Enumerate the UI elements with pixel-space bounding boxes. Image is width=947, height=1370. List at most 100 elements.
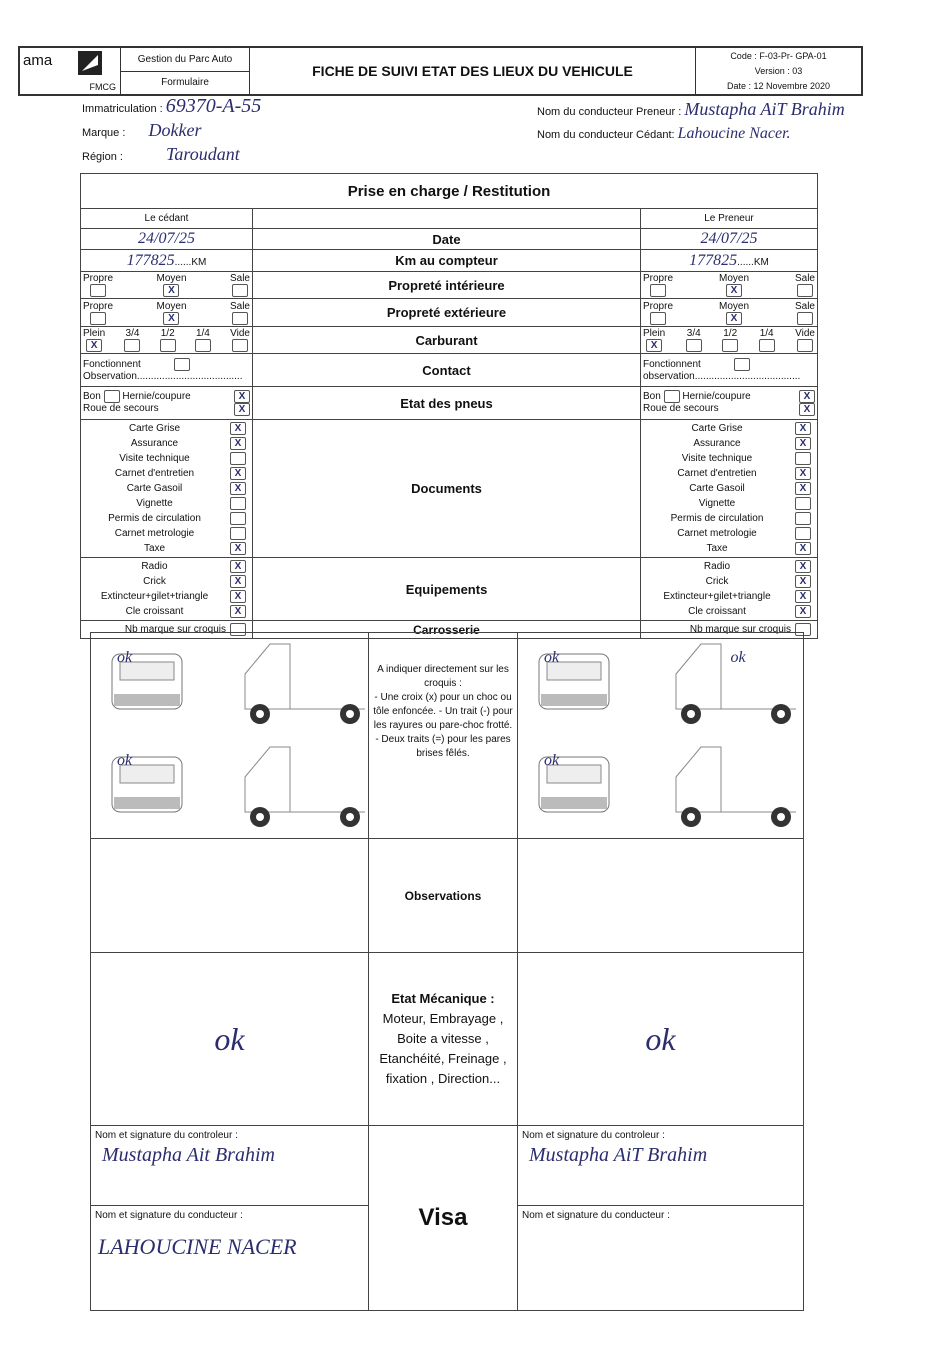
check-mark: X	[234, 561, 242, 572]
car-side-left-sketch[interactable]	[230, 737, 368, 840]
clean-checkbox[interactable]	[90, 284, 106, 297]
clean-checkbox[interactable]	[231, 311, 248, 325]
equip-checkbox[interactable]: X	[229, 560, 246, 573]
car-side-left-sketch[interactable]	[661, 737, 803, 840]
docs-checkbox[interactable]	[794, 527, 811, 540]
fuel-checkbox[interactable]	[124, 339, 141, 352]
left-controleur-signature[interactable]: Mustapha Ait Brahim	[102, 1144, 275, 1166]
dept-label: Gestion du Parc Auto	[121, 48, 249, 72]
left-conducteur-signature[interactable]: LAHOUCINE NACER	[98, 1234, 297, 1259]
check-mark: X	[799, 561, 807, 572]
docs-checkbox[interactable]: X	[229, 482, 246, 495]
croquis-instruction: - Une croix (x) pour un choc ou tôle enf…	[373, 692, 513, 731]
check-mark: X	[90, 340, 98, 351]
docs-checkbox[interactable]	[229, 497, 246, 510]
check-mark: X	[730, 312, 738, 324]
clean-checkbox[interactable]	[796, 284, 813, 297]
fuel-checkbox[interactable]: X	[646, 339, 663, 352]
preneur-value[interactable]: Mustapha AiT Brahim	[684, 99, 845, 119]
equip-checkbox[interactable]: X	[230, 575, 246, 588]
observations-label: Observations	[368, 838, 518, 953]
fuel-checkbox[interactable]: X	[86, 339, 103, 352]
docs-checkbox[interactable]: X	[795, 437, 811, 450]
left-meca-ok[interactable]: ok	[214, 1020, 245, 1057]
equip-item: Radio	[141, 561, 168, 572]
docs-checkbox[interactable]: X	[795, 422, 811, 435]
fuel-checkbox[interactable]	[797, 339, 814, 352]
car-side-right-sketch[interactable]	[230, 634, 368, 737]
docs-checkbox[interactable]	[230, 512, 246, 525]
tyre-hernie-checkbox[interactable]: X	[799, 390, 815, 403]
docs-checkbox[interactable]: X	[230, 437, 246, 450]
car-rear-sketch[interactable]: ok	[519, 737, 661, 840]
clean-checkbox[interactable]	[650, 311, 666, 325]
equip-checkbox[interactable]: X	[794, 590, 811, 603]
tyre-hernie-checkbox[interactable]: X	[234, 390, 250, 403]
docs-checkbox[interactable]: X	[795, 467, 811, 480]
clean-checkbox[interactable]	[796, 311, 813, 325]
table-title: Prise en charge / Restitution	[80, 173, 818, 209]
docs-checkbox[interactable]: X	[230, 542, 246, 555]
tyre-secours-checkbox[interactable]: X	[799, 403, 815, 416]
clean-checkbox[interactable]: X	[725, 284, 742, 297]
check-mark: X	[234, 606, 242, 617]
tyre-secours-checkbox[interactable]: X	[234, 403, 250, 416]
docs-checkbox[interactable]	[229, 452, 246, 465]
fuel-label: Plein	[643, 328, 666, 339]
car-front-sketch[interactable]: ok	[519, 634, 661, 737]
docs-checkbox[interactable]: X	[794, 482, 811, 495]
equip-checkbox[interactable]: X	[794, 560, 811, 573]
contact-checkbox[interactable]	[733, 358, 750, 371]
clean-checkbox[interactable]: X	[725, 311, 742, 325]
car-front-sketch[interactable]: ok	[92, 634, 230, 737]
fuel-checkbox[interactable]	[194, 339, 211, 352]
fuel-checkbox[interactable]	[722, 339, 739, 352]
docs-checkbox[interactable]: X	[230, 467, 246, 480]
right-controleur-signature[interactable]: Mustapha AiT Brahim	[529, 1144, 708, 1166]
car-side-right-sketch[interactable]: ok	[661, 634, 803, 737]
preneur-km[interactable]: 177825	[689, 251, 738, 269]
check-mark: X	[650, 340, 658, 351]
fuel-checkbox[interactable]	[685, 339, 702, 352]
clean-checkbox[interactable]: X	[163, 284, 180, 297]
docs-checkbox[interactable]	[229, 527, 246, 540]
form-code: Code : F-03-Pr- GPA-01	[730, 50, 827, 61]
clean-checkbox[interactable]: X	[163, 311, 180, 325]
row-carburant: Carburant	[252, 326, 641, 354]
fuel-checkbox[interactable]	[758, 339, 775, 352]
row-km: Km au compteur	[252, 249, 641, 272]
contact-observation[interactable]: Observation.............................…	[83, 371, 243, 382]
preneur-date[interactable]: 24/07/25	[700, 230, 758, 247]
row-contact: Contact	[252, 353, 641, 387]
tyre-bon-checkbox[interactable]	[103, 390, 120, 403]
contact-checkbox[interactable]	[173, 358, 190, 371]
check-mark: X	[168, 312, 175, 324]
docs-checkbox[interactable]: X	[795, 542, 811, 555]
tyre-bon-checkbox[interactable]	[663, 390, 680, 403]
contact-observation[interactable]: observation.............................…	[643, 371, 801, 382]
equip-checkbox[interactable]: X	[795, 575, 811, 588]
clean-checkbox[interactable]	[231, 284, 248, 297]
docs-checkbox[interactable]	[794, 452, 811, 465]
option-label: Propre	[83, 300, 114, 312]
right-meca-ok[interactable]: ok	[645, 1020, 676, 1057]
car-rear-sketch[interactable]: ok	[92, 737, 230, 840]
docs-checkbox[interactable]	[795, 512, 811, 525]
equip-checkbox[interactable]: X	[230, 605, 246, 618]
fuel-checkbox[interactable]	[232, 339, 249, 352]
docs-checkbox[interactable]	[794, 497, 811, 510]
immat-value[interactable]: 69370-A-55	[165, 95, 262, 117]
clean-checkbox[interactable]	[650, 284, 666, 297]
marque-value[interactable]: Dokker	[148, 120, 202, 140]
docs-checkbox[interactable]: X	[230, 422, 246, 435]
cedant-km[interactable]: 177825	[126, 251, 175, 269]
region-value[interactable]: Taroudant	[166, 144, 240, 164]
cedant-value[interactable]: Lahoucine Nacer.	[677, 125, 791, 142]
docs-item: Carte Gasoil	[689, 483, 745, 494]
fuel-checkbox[interactable]	[159, 339, 176, 352]
equip-checkbox[interactable]: X	[795, 605, 811, 618]
cedant-date[interactable]: 24/07/25	[138, 230, 195, 247]
equip-checkbox[interactable]: X	[229, 590, 246, 603]
clean-checkbox[interactable]	[90, 311, 106, 325]
